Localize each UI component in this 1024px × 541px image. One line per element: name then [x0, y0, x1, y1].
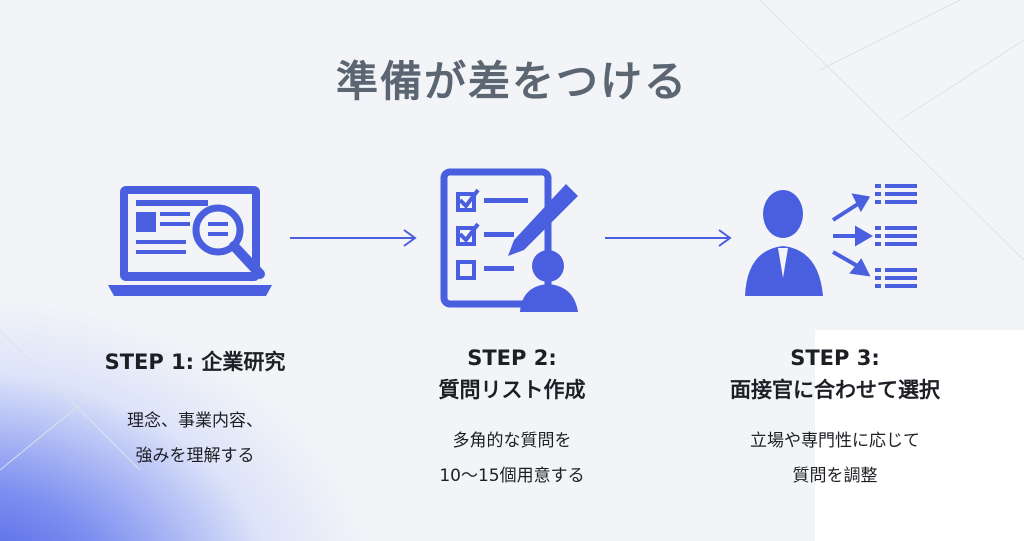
desc-line: 立場や専門性に応じて — [750, 431, 920, 451]
checklist-pencil-person-icon — [440, 168, 578, 312]
step-2: STEP 2: 質問リスト作成 多角的な質問を 10〜15個用意する — [362, 342, 662, 494]
step-2-title: STEP 2: — [467, 346, 557, 370]
step-1-title: STEP 1: 企業研究 — [104, 350, 286, 374]
step-3-description: 立場や専門性に応じて 質問を調整 — [685, 424, 985, 494]
step-3-subtitle: 面接官に合わせて選択 — [730, 378, 940, 402]
desc-line: 10〜15個用意する — [439, 466, 585, 486]
desc-line: 多角的な質問を — [452, 431, 572, 451]
arrow-icon — [605, 229, 732, 247]
page-title: 準備が差をつける — [335, 57, 688, 106]
desc-line: 質問を調整 — [792, 466, 878, 486]
background-panel — [815, 330, 1024, 541]
step-2-description: 多角的な質問を 10〜15個用意する — [362, 424, 662, 494]
desc-line: 理念、事業内容、 — [127, 411, 263, 431]
step-3-title: STEP 3: — [790, 346, 880, 370]
step-3: STEP 3: 面接官に合わせて選択 立場や専門性に応じて 質問を調整 — [685, 342, 985, 494]
desc-line: 強みを理解する — [135, 446, 255, 466]
step-1-description: 理念、事業内容、 強みを理解する — [45, 404, 345, 474]
step-2-subtitle: 質問リスト作成 — [438, 378, 586, 402]
step-1: STEP 1: 企業研究 理念、事業内容、 強みを理解する — [45, 346, 345, 474]
laptop-magnifier-icon — [108, 186, 272, 296]
person-branching-lists-icon — [745, 184, 917, 296]
arrow-icon — [290, 229, 417, 247]
